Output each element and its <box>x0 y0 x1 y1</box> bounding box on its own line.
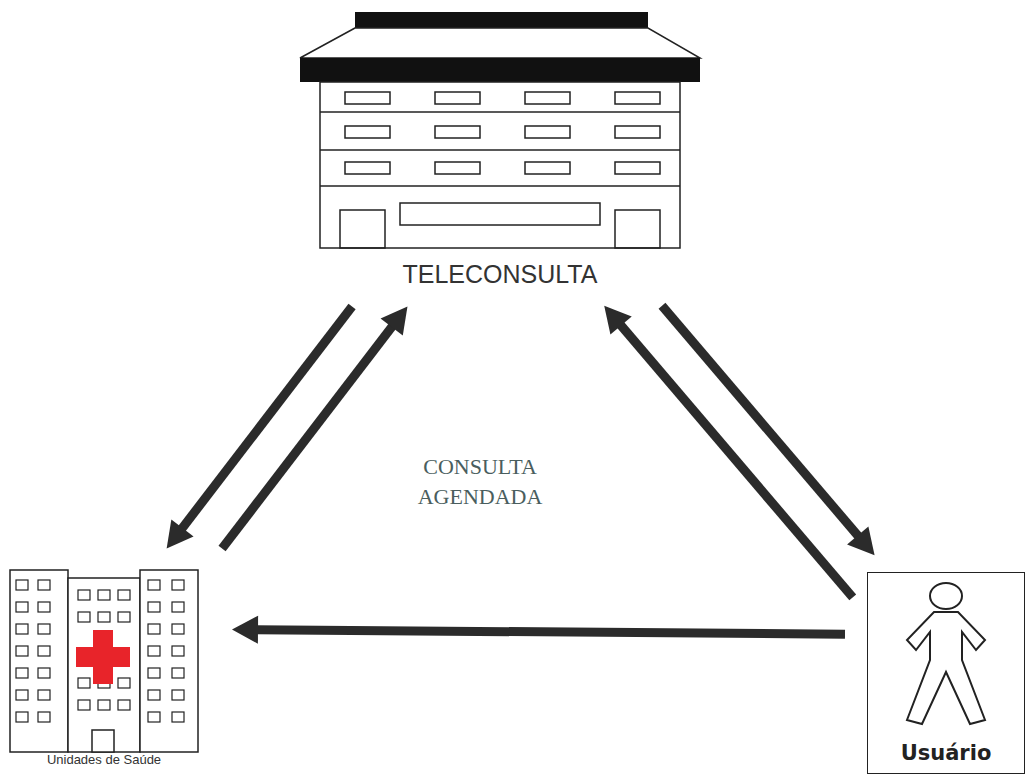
window <box>615 162 660 174</box>
window <box>38 646 50 656</box>
window <box>345 126 390 138</box>
window <box>98 612 110 622</box>
arrow-connector <box>232 616 845 644</box>
arrow-connector <box>167 306 352 548</box>
window <box>16 712 28 722</box>
window <box>118 678 130 688</box>
arrow-shaft <box>222 326 393 549</box>
window <box>435 92 480 104</box>
window <box>148 580 160 590</box>
node-label: Usuário <box>868 741 1024 765</box>
window <box>78 612 90 622</box>
window <box>172 624 184 634</box>
window <box>118 612 130 622</box>
node-label: TELECONSULTA <box>294 260 706 289</box>
window <box>38 580 50 590</box>
user-node: Usuário <box>867 572 1025 774</box>
window <box>345 162 390 174</box>
window <box>345 92 390 104</box>
window <box>172 668 184 678</box>
node-label: Unidades de Saúde <box>0 752 210 767</box>
arrow-head <box>381 306 408 335</box>
window <box>16 580 28 590</box>
arrow-connector <box>662 306 875 556</box>
window <box>38 602 50 612</box>
window <box>38 690 50 700</box>
window <box>98 700 110 710</box>
window <box>78 700 90 710</box>
window <box>172 712 184 722</box>
building-node: TELECONSULTA <box>294 10 706 289</box>
arrow-connector <box>222 306 407 548</box>
window <box>118 590 130 600</box>
window <box>38 668 50 678</box>
window <box>615 126 660 138</box>
arrow-shaft <box>662 306 859 537</box>
window <box>615 92 660 104</box>
window <box>172 690 184 700</box>
window <box>78 678 90 688</box>
arrow-shaft <box>620 324 853 597</box>
window <box>172 580 184 590</box>
window <box>148 646 160 656</box>
window <box>118 700 130 710</box>
arrow-head <box>167 519 194 548</box>
window <box>525 162 570 174</box>
window <box>435 126 480 138</box>
window <box>78 590 90 600</box>
window <box>16 690 28 700</box>
window <box>525 126 570 138</box>
arrow-head <box>232 616 258 644</box>
window <box>525 92 570 104</box>
arrow-shaft <box>256 630 845 635</box>
window <box>16 668 28 678</box>
facility-node: Unidades de Saúde <box>0 566 210 767</box>
window <box>16 602 28 612</box>
window <box>148 624 160 634</box>
arrow-connector <box>604 306 853 598</box>
window <box>435 162 480 174</box>
person-icon <box>907 583 985 724</box>
window <box>38 712 50 722</box>
window <box>148 668 160 678</box>
center-label: CONSULTA AGENDADA <box>400 452 560 512</box>
window <box>38 624 50 634</box>
arrow-head <box>604 306 632 335</box>
building-icon <box>300 12 700 248</box>
window <box>148 712 160 722</box>
arrow-head <box>847 526 875 555</box>
window <box>148 690 160 700</box>
window <box>172 602 184 612</box>
window <box>148 602 160 612</box>
window <box>16 624 28 634</box>
window <box>98 590 110 600</box>
hospital-icon <box>10 570 198 752</box>
window <box>172 646 184 656</box>
window <box>16 646 28 656</box>
